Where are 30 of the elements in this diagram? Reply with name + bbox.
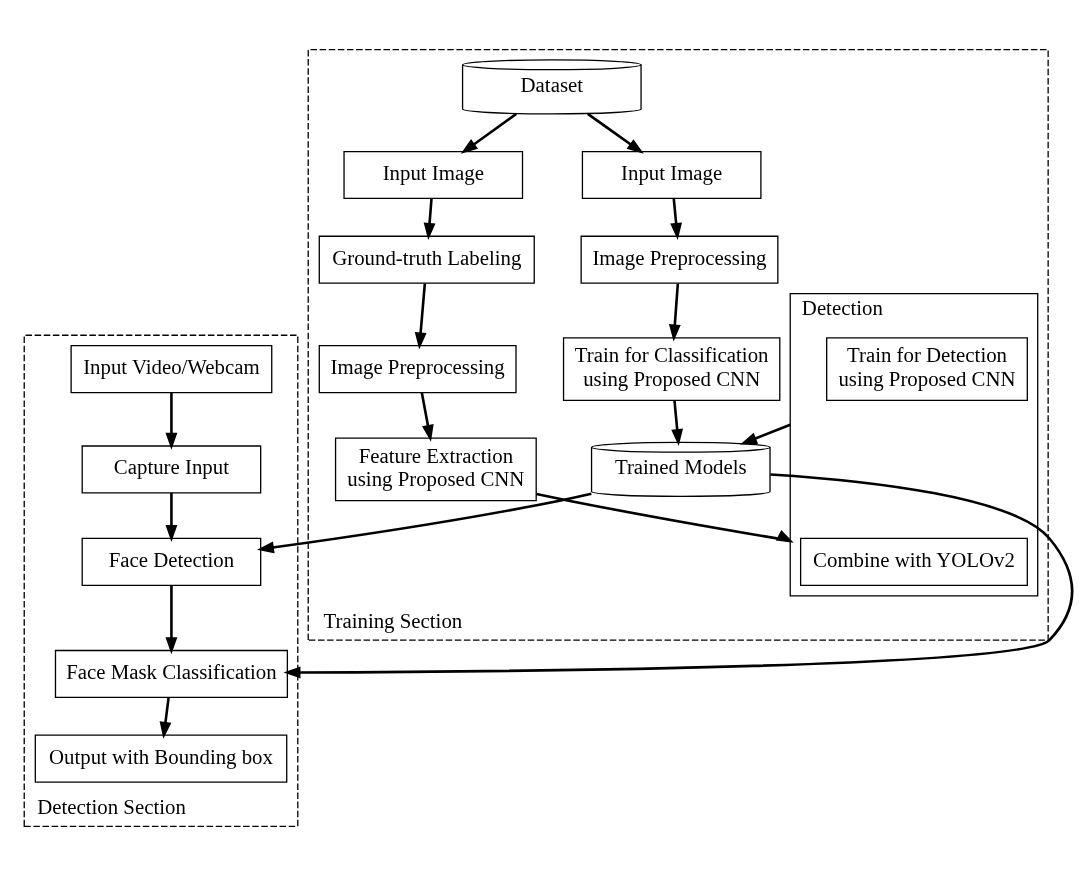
arrow xyxy=(165,492,178,542)
arrow xyxy=(670,198,683,240)
node-box: Input Video/Webcam xyxy=(70,345,273,394)
node-box: Image Preprocessing xyxy=(318,345,517,394)
node-box: Train for Classification using Proposed CNN xyxy=(562,337,781,402)
arrow xyxy=(587,112,644,154)
arrow xyxy=(165,392,178,450)
arrow xyxy=(256,492,592,554)
node-box: Input Image xyxy=(581,150,762,200)
arrow xyxy=(460,112,518,154)
arrow xyxy=(668,283,681,342)
arrow xyxy=(423,198,436,240)
arrow xyxy=(671,400,684,446)
node-box: Image Preprocessing xyxy=(580,235,779,284)
arrow xyxy=(165,585,178,655)
arrow xyxy=(159,697,172,739)
node-box: Output with Bounding box xyxy=(34,734,288,783)
node-box: Ground-truth Labeling xyxy=(318,235,535,284)
arrow xyxy=(740,423,791,445)
arrow xyxy=(535,492,794,543)
node-box: Face Detection xyxy=(81,537,262,586)
node-box: Input Image xyxy=(343,150,524,200)
node-box: Capture Input xyxy=(81,445,262,494)
node-box: Face Mask Classification xyxy=(54,649,288,699)
arrow xyxy=(283,473,1074,679)
arrow xyxy=(414,283,427,350)
node-box: Feature Extraction using Proposed CNN xyxy=(334,437,537,502)
node-box: Train for Detection using Proposed CNN xyxy=(826,337,1028,402)
node-box: Combine with YOLOv2 xyxy=(800,537,1028,586)
arrow xyxy=(420,392,434,442)
